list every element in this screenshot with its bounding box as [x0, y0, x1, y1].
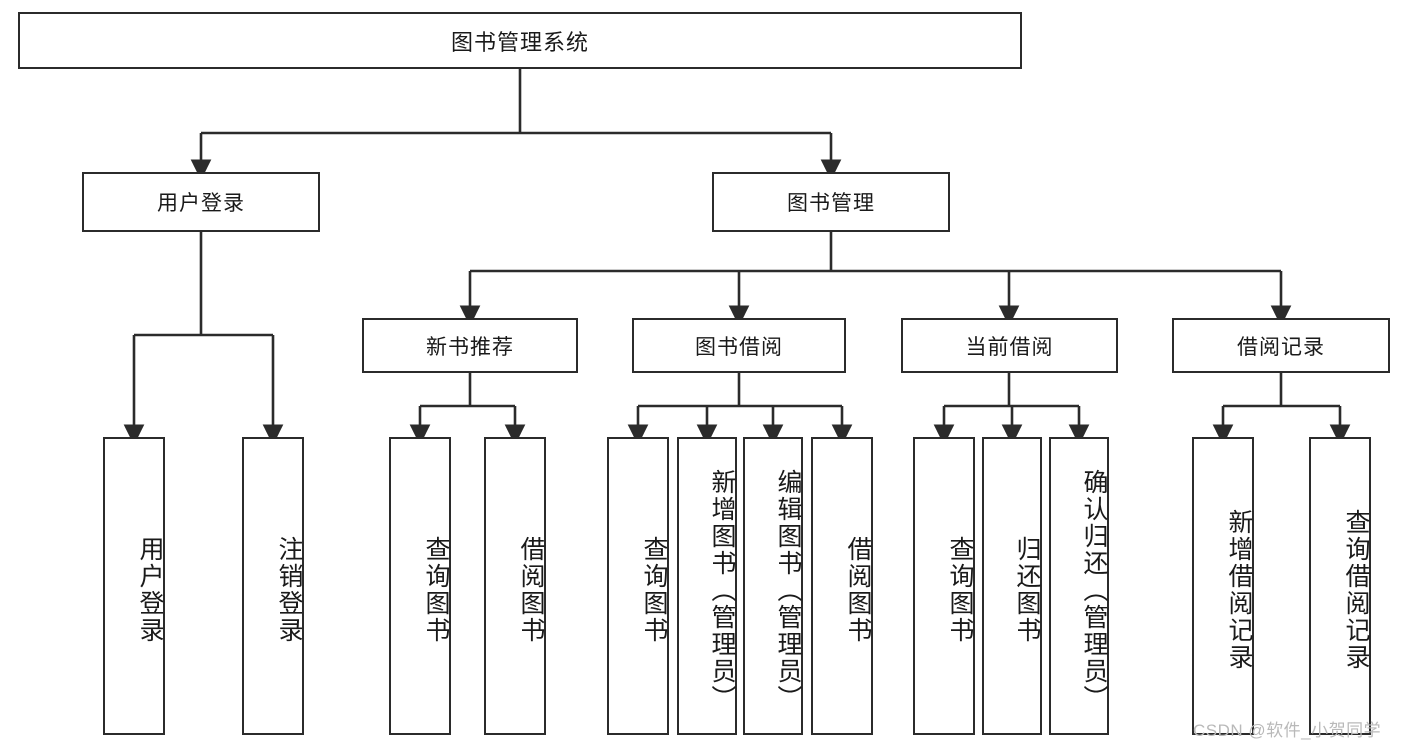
node-borrow-record[interactable]: 借阅记录 — [1172, 318, 1390, 373]
leaf-query-book-3[interactable]: 查询图书 — [913, 437, 975, 735]
node-current-borrow-label: 当前借阅 — [965, 335, 1054, 359]
leaf-add-record[interactable]: 新增借阅记录 — [1192, 437, 1254, 735]
node-user-login[interactable]: 用户登录 — [82, 172, 320, 232]
leaf-add-book-label: 新增图书（管理员） — [708, 468, 736, 712]
leaf-query-record-label: 查询借阅记录 — [1342, 509, 1370, 671]
leaf-user-logout[interactable]: 注销登录 — [242, 437, 304, 735]
node-borrow-record-label: 借阅记录 — [1237, 335, 1325, 359]
leaf-query-book-1-label: 查询图书 — [422, 536, 450, 644]
leaf-borrow-book-2-label: 借阅图书 — [844, 536, 872, 644]
leaf-add-book[interactable]: 新增图书（管理员） — [677, 437, 737, 735]
leaf-user-logout-label: 注销登录 — [275, 536, 303, 644]
leaf-edit-book-label: 编辑图书（管理员） — [774, 468, 802, 712]
leaf-borrow-book-1[interactable]: 借阅图书 — [484, 437, 546, 735]
node-current-borrow[interactable]: 当前借阅 — [901, 318, 1118, 373]
leaf-query-book-3-label: 查询图书 — [946, 536, 974, 644]
node-user-login-label: 用户登录 — [157, 192, 245, 215]
node-book-manage[interactable]: 图书管理 — [712, 172, 950, 232]
leaf-confirm-return-label: 确认归还（管理员） — [1080, 468, 1108, 712]
leaf-query-book-2-label: 查询图书 — [640, 536, 668, 644]
node-root[interactable]: 图书管理系统 — [18, 12, 1022, 69]
node-book-manage-label: 图书管理 — [787, 192, 875, 215]
leaf-return-book[interactable]: 归还图书 — [982, 437, 1042, 735]
leaf-user-login[interactable]: 用户登录 — [103, 437, 165, 735]
leaf-confirm-return[interactable]: 确认归还（管理员） — [1049, 437, 1109, 735]
node-root-label: 图书管理系统 — [450, 29, 589, 55]
node-new-book-recommend-label: 新书推荐 — [426, 335, 514, 359]
leaf-user-login-label: 用户登录 — [136, 536, 164, 644]
leaf-borrow-book-2[interactable]: 借阅图书 — [811, 437, 873, 735]
leaf-return-book-label: 归还图书 — [1013, 536, 1041, 644]
leaf-query-book-2[interactable]: 查询图书 — [607, 437, 669, 735]
leaf-query-record[interactable]: 查询借阅记录 — [1309, 437, 1371, 735]
leaf-add-record-label: 新增借阅记录 — [1225, 509, 1253, 671]
node-book-borrow-label: 图书借阅 — [695, 335, 783, 359]
node-new-book-recommend[interactable]: 新书推荐 — [362, 318, 578, 373]
leaf-borrow-book-1-label: 借阅图书 — [517, 536, 545, 644]
leaf-query-book-1[interactable]: 查询图书 — [389, 437, 451, 735]
watermark: CSDN @软件_小贺同学 — [1193, 721, 1382, 740]
leaf-edit-book[interactable]: 编辑图书（管理员） — [743, 437, 803, 735]
node-book-borrow[interactable]: 图书借阅 — [632, 318, 846, 373]
